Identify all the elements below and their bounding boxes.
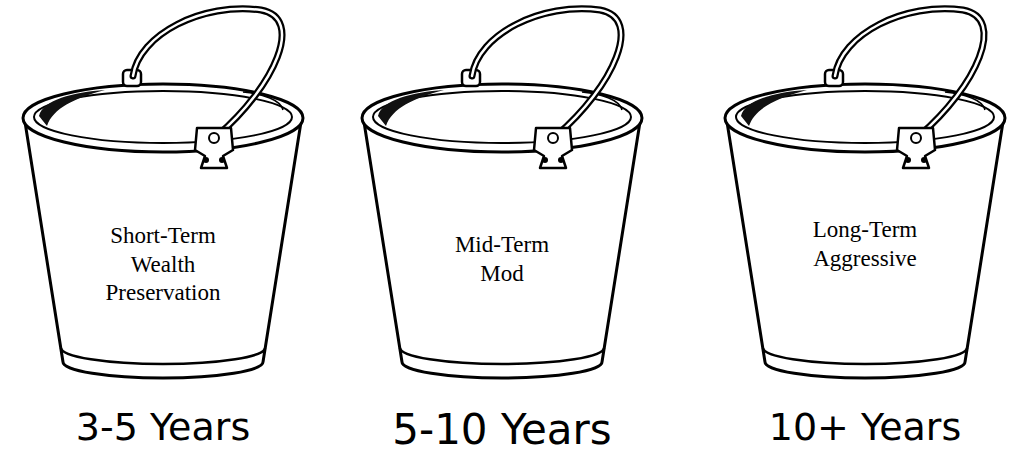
bucket-illustration	[715, 0, 1011, 400]
bucket-label-area: Long-Term Aggressive	[798, 180, 933, 310]
bucket: Mid-Term Mod5-10 Years	[352, 0, 652, 472]
bucket: Short-Term Wealth Preservation3-5 Years	[13, 0, 313, 472]
time-horizon: 5-10 Years	[332, 405, 672, 454]
time-horizon: 10+ Years	[695, 405, 1011, 449]
bucket-label: Mid-Term Mod	[445, 231, 560, 289]
bucket-label: Short-Term Wealth Preservation	[88, 222, 238, 308]
bucket-illustration	[352, 0, 652, 400]
bucket-label-area: Short-Term Wealth Preservation	[88, 195, 238, 335]
bucket-illustration	[13, 0, 313, 400]
bucket: Long-Term Aggressive10+ Years	[715, 0, 1011, 472]
bucket-label: Long-Term Aggressive	[798, 216, 933, 274]
time-horizon: 3-5 Years	[0, 405, 333, 449]
bucket-label-area: Mid-Term Mod	[445, 195, 560, 325]
